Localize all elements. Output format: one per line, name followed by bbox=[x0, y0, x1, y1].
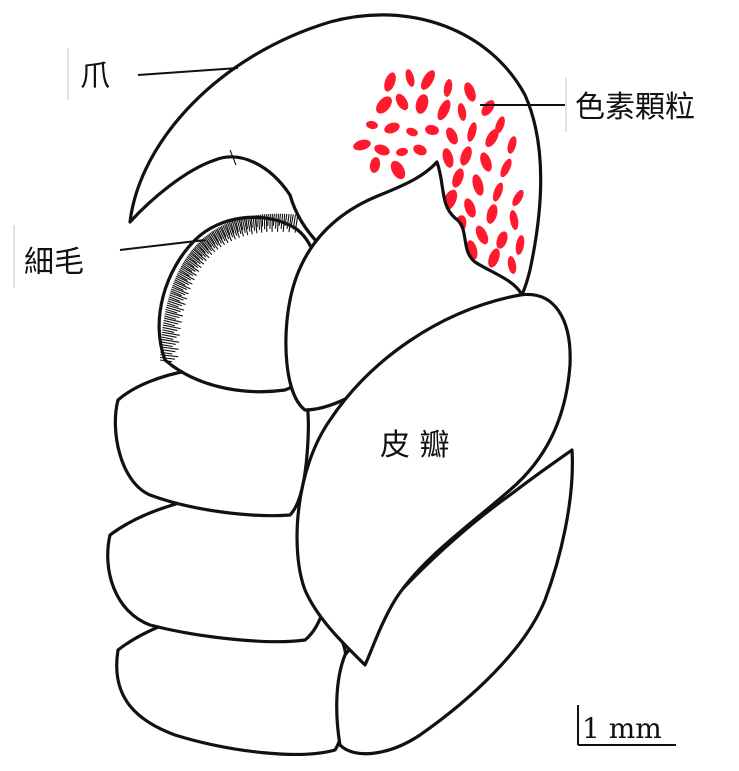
seta-hair bbox=[291, 214, 293, 226]
seta-hair bbox=[257, 215, 258, 227]
claw-leader bbox=[138, 68, 238, 75]
pigment-label: 色素顆粒 bbox=[575, 90, 695, 125]
seta-hair bbox=[266, 214, 267, 232]
lobe-label: 皮 瓣 bbox=[380, 428, 450, 463]
setae-label: 細毛 bbox=[24, 245, 84, 280]
scale-bar-label: 1 mm bbox=[582, 712, 662, 745]
claw-label: 爪 bbox=[80, 59, 110, 94]
scale-bar: 1 mm bbox=[578, 705, 676, 745]
